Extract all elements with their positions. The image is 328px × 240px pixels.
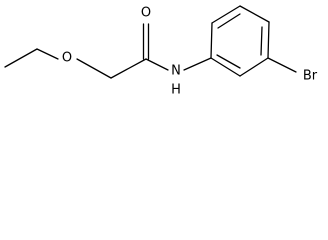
acetamide-core: [76, 23, 212, 79]
amide-nitrogen-label: N: [171, 64, 181, 79]
ether-oxygen-label: O: [62, 51, 72, 66]
bond-ether-oxygen-ch2: [76, 58, 112, 79]
ring-bond-c3-c4: [239, 5, 270, 23]
bond-carbonyl-nitrogen: [145, 58, 169, 71]
bond-ch3-ch2: [4, 48, 38, 68]
carbonyl-oxygen-label: O: [141, 6, 151, 21]
ring-bond-c4-c5: [267, 21, 270, 59]
bond-ch2-ether-oxygen: [36, 48, 59, 60]
ethyl-chain: [4, 48, 59, 68]
ring-bond-c1-c2: [210, 22, 213, 59]
ring-inner-double-1: [217, 13, 241, 29]
ring-bond-c6-c1: [210, 57, 241, 77]
ring-inner-double-3: [216, 54, 241, 69]
chemical-structure: O O N H Br: [4, 5, 318, 98]
bond-ch2-carbonyl: [110, 58, 147, 79]
bond-nitrogen-aryl: [183, 57, 212, 71]
amide-hydrogen-label: H: [171, 83, 181, 98]
atom-labels: O O N H Br: [62, 6, 318, 98]
ring-bond-c2-c3: [211, 5, 241, 24]
ring-bond-c5-c6: [239, 57, 269, 77]
bond-ring-bromine: [267, 57, 297, 73]
ring-inner-double-2: [260, 26, 263, 56]
bromine-label: Br: [303, 69, 318, 84]
benzene-ring: [210, 5, 297, 77]
